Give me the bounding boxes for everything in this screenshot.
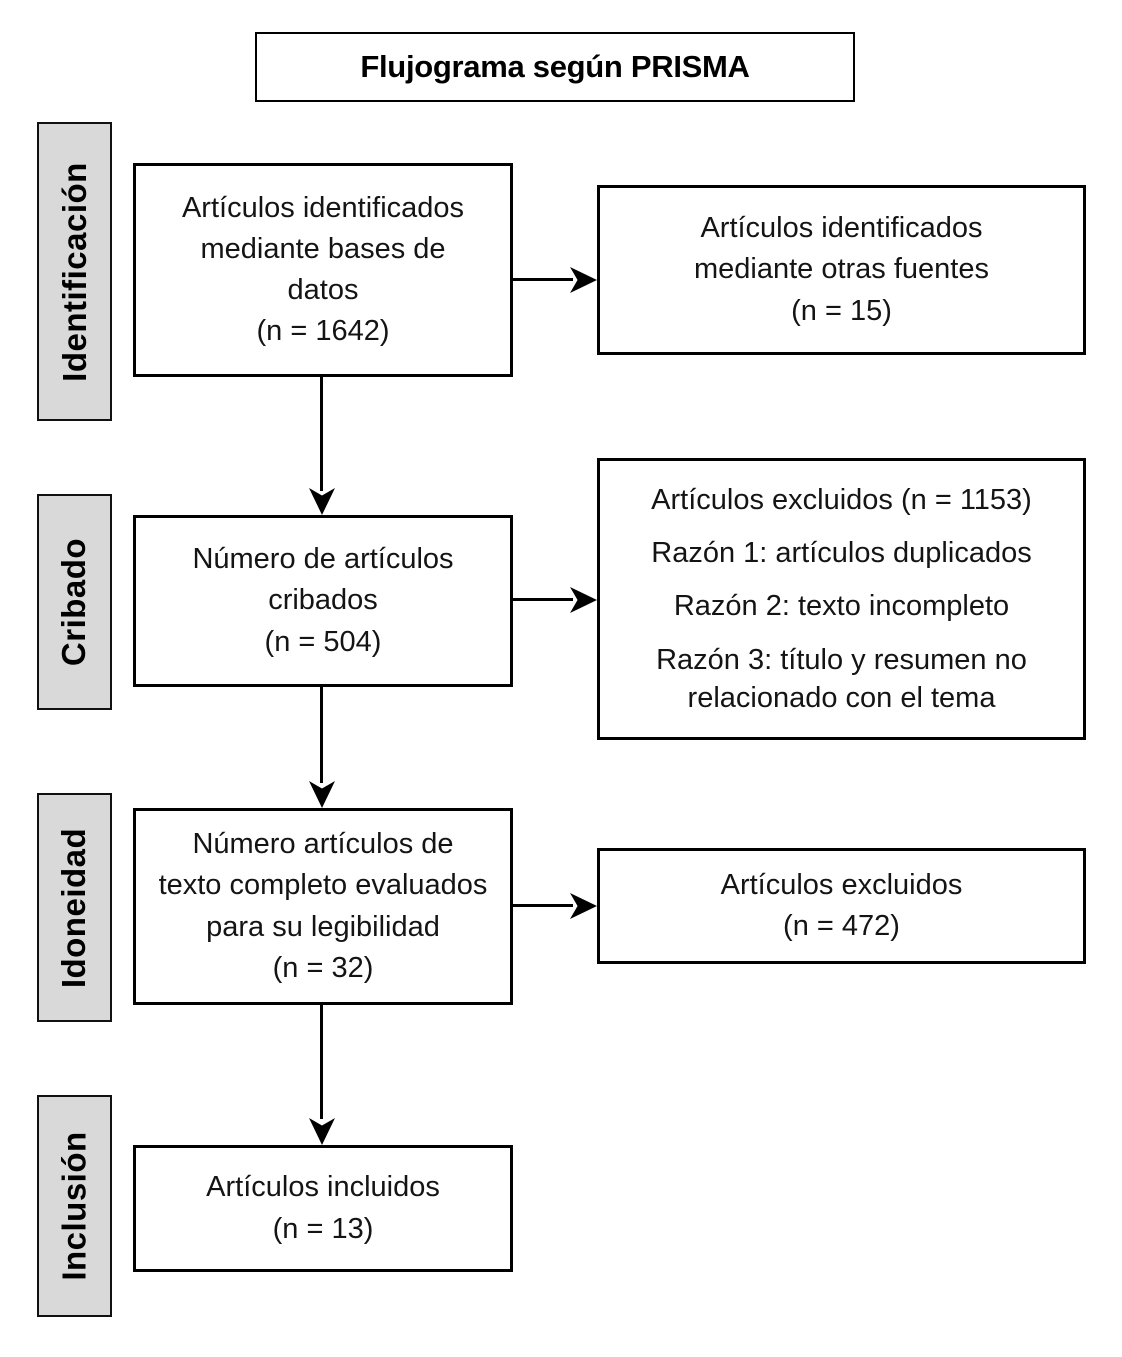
arrow-to-excluded-eligibility-head-icon: [570, 893, 597, 919]
exclusion-reason-3: Razón 3: título y resumen no relacionado…: [656, 643, 1027, 714]
box-articles-excluded-screening: Artículos excluidos (n = 1153) Razón 1: …: [597, 458, 1086, 740]
arrow-eligibility-to-inclusion-head-icon: [309, 1118, 335, 1145]
stage-label-inclusion: Inclusión: [37, 1095, 112, 1317]
arrow-to-excluded-eligibility-line: [513, 904, 573, 907]
arrow-screening-to-eligibility-head-icon: [309, 781, 335, 808]
diagram-title: Flujograma según PRISMA: [360, 49, 750, 84]
diagram-title-box: Flujograma según PRISMA: [255, 32, 855, 102]
arrow-screening-to-eligibility-line: [320, 687, 323, 783]
stage-label-cribado: Cribado: [37, 494, 112, 710]
arrow-to-other-sources-head-icon: [570, 267, 597, 293]
box-articles-excluded-eligibility-text: Artículos excluidos(n = 472): [720, 868, 963, 942]
box-articles-included: Artículos incluidos(n = 13): [133, 1145, 513, 1272]
arrow-to-excluded-screening-head-icon: [570, 587, 597, 613]
arrow-identification-to-screening-line: [320, 377, 323, 491]
box-articles-excluded-eligibility: Artículos excluidos(n = 472): [597, 848, 1086, 964]
exclusion-reason-2: Razón 2: texto incompleto: [673, 590, 1010, 623]
exclusion-reason-1: Razón 1: artículos duplicados: [651, 537, 1032, 570]
arrow-eligibility-to-inclusion-line: [320, 1005, 323, 1119]
stage-label-idoneidad-text: Idoneidad: [55, 827, 93, 988]
stage-label-idoneidad: Idoneidad: [37, 793, 112, 1022]
box-articles-excluded-screening-content: Artículos excluidos (n = 1153) Razón 1: …: [600, 481, 1083, 717]
excluded-screening-heading: Artículos excluidos (n = 1153): [651, 483, 1032, 516]
stage-label-cribado-text: Cribado: [55, 537, 93, 667]
arrow-identification-to-screening-head-icon: [309, 488, 335, 515]
box-articles-included-text: Artículos incluidos(n = 13): [206, 1171, 440, 1245]
stage-label-inclusion-text: Inclusión: [55, 1131, 93, 1281]
stage-label-identificacion: Identificación: [37, 122, 112, 421]
arrow-to-other-sources-line: [513, 278, 573, 281]
stage-label-identificacion-text: Identificación: [55, 161, 93, 382]
arrow-to-excluded-screening-line: [513, 598, 573, 601]
